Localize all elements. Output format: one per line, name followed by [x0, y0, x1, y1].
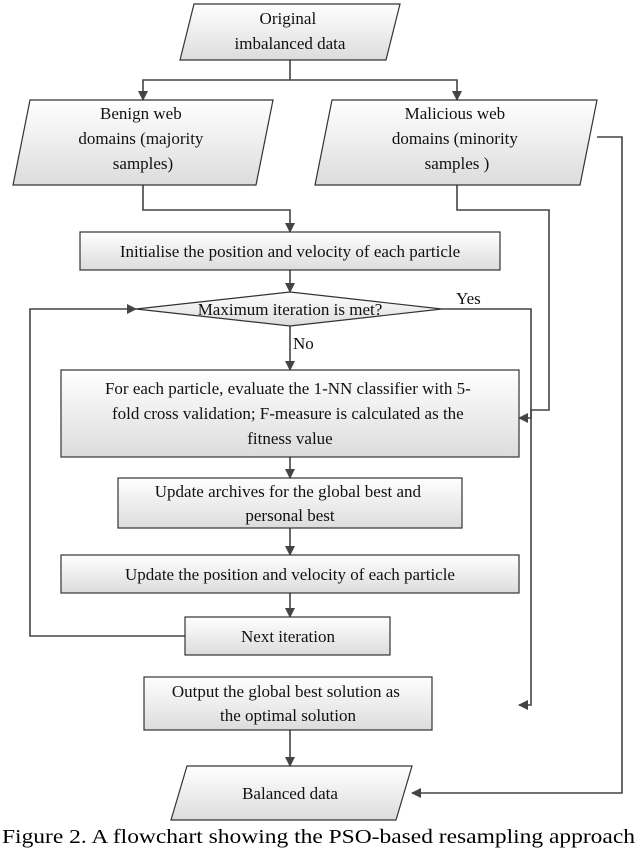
node-initialise: Initialise the position and velocity of … [79, 231, 501, 271]
edge-label-no: No [293, 334, 314, 353]
edge-benign-to-init [142, 185, 295, 233]
node-benign-domains: Benign web domains (majority samples) [12, 99, 274, 186]
node-update-archives: Update archives for the global best and … [117, 477, 463, 529]
edge-label-yes: Yes [456, 289, 481, 308]
node-malicious-domains: Malicious web domains (minority samples … [314, 99, 598, 186]
node-original-data: Original imbalanced data [179, 3, 401, 61]
node-output-label: Output the global best solution as the o… [172, 682, 404, 725]
node-balanced-data-label: Balanced data [242, 784, 338, 803]
node-evaluate-label: For each particle, evaluate the 1-NN cla… [105, 379, 475, 448]
node-next-iteration-label: Next iteration [241, 627, 335, 646]
edge-original-to-malicious [290, 79, 462, 101]
node-output: Output the global best solution as the o… [143, 676, 433, 731]
node-update-position-label: Update the position and velocity of each… [125, 565, 455, 584]
edge-original-to-benign [138, 60, 291, 101]
node-update-position: Update the position and velocity of each… [60, 554, 520, 594]
node-next-iteration: Next iteration [184, 616, 391, 656]
edge-next-loop-back [29, 304, 185, 637]
edge-decision-yes-to-output [442, 308, 532, 710]
node-original-data-label: Original imbalanced data [235, 9, 346, 53]
connectors [29, 60, 623, 798]
node-update-archives-label: Update archives for the global best and … [155, 482, 426, 525]
node-max-iteration-label: Maximum iteration is met? [198, 300, 383, 319]
node-evaluate: For each particle, evaluate the 1-NN cla… [60, 369, 520, 458]
node-benign-domains-label: Benign web domains (majority samples) [78, 104, 207, 173]
node-initialise-label: Initialise the position and velocity of … [120, 242, 460, 261]
edge-malicious-to-balanced [411, 136, 623, 798]
figure-caption: Figure 2. A flowchart showing the PSO-ba… [2, 826, 635, 848]
node-max-iteration-decision: Maximum iteration is met? [135, 291, 443, 327]
node-balanced-data: Balanced data [170, 765, 413, 821]
node-malicious-domains-label: Malicious web domains (minority samples … [392, 104, 522, 173]
